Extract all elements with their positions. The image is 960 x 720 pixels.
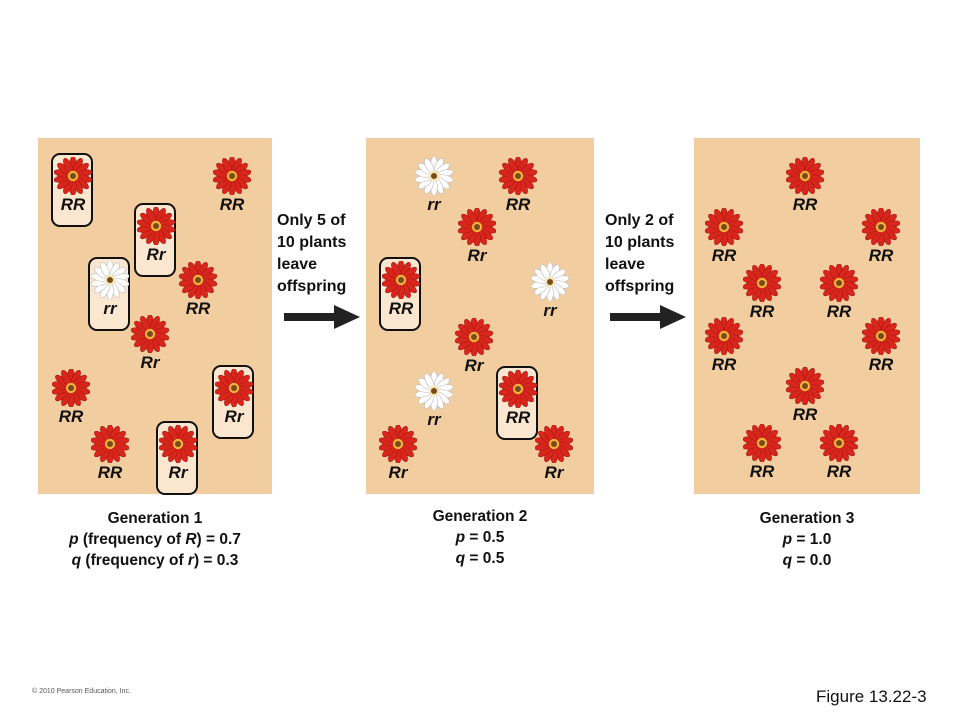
red-flower-icon	[743, 264, 781, 302]
genotype-label: RR	[505, 408, 531, 427]
red-flower-icon	[91, 425, 129, 463]
red-flower-icon	[786, 157, 824, 195]
white-flower-icon	[91, 261, 129, 299]
genotype-label: RR	[505, 195, 531, 214]
white-flower-icon	[531, 263, 569, 301]
genotype-label: RR	[58, 407, 84, 426]
red-flower-icon	[499, 370, 537, 408]
red-flower-icon	[535, 425, 573, 463]
red-flower-icon	[213, 157, 251, 195]
genotype-label: Rr	[388, 463, 408, 482]
genotype-label: RR	[97, 463, 123, 482]
genotype-label: RR	[868, 246, 894, 265]
genotype-label: Rr	[467, 246, 487, 265]
generation-3-panel: RR RR RR RR RR RR RR RR RR RR	[694, 138, 920, 494]
generation-1-q-line: q (frequency of r) = 0.3	[71, 552, 239, 569]
red-flower-icon	[820, 424, 858, 462]
red-flower-icon	[705, 208, 743, 246]
red-flower-icon	[137, 207, 175, 245]
generation-1-label: Generation 1	[107, 510, 203, 527]
genotype-label: RR	[185, 299, 211, 318]
genotype-label: rr	[543, 301, 557, 320]
genotype-label: Rr	[146, 245, 166, 264]
red-flower-icon	[743, 424, 781, 462]
genotype-label: Rr	[140, 353, 160, 372]
red-flower-icon	[179, 261, 217, 299]
red-flower-icon	[215, 369, 253, 407]
genotype-label: RR	[868, 355, 894, 374]
genotype-label: RR	[388, 299, 414, 318]
genotype-label: rr	[103, 299, 117, 318]
genotype-label: Rr	[168, 463, 188, 482]
white-flower-icon	[415, 372, 453, 410]
red-flower-icon	[705, 317, 743, 355]
red-flower-icon	[499, 157, 537, 195]
genotype-label: RR	[749, 302, 775, 321]
genotype-label: RR	[792, 195, 818, 214]
figure-label: Figure 13.22-3	[816, 687, 927, 706]
red-flower-icon	[131, 315, 169, 353]
red-flower-icon	[786, 367, 824, 405]
genotype-label: RR	[749, 462, 775, 481]
genotype-label: RR	[792, 405, 818, 424]
generation-3-q-line: q = 0.0	[782, 552, 832, 569]
genotype-label: Rr	[544, 463, 564, 482]
red-flower-icon	[458, 208, 496, 246]
genotype-label: Rr	[464, 356, 484, 375]
genotype-label: RR	[60, 195, 86, 214]
red-flower-icon	[54, 157, 92, 195]
genotype-label: RR	[711, 246, 737, 265]
generation-3-caption: Generation 3 p = 1.0 q = 0.0	[694, 508, 920, 571]
red-flower-icon	[379, 425, 417, 463]
red-flower-icon	[820, 264, 858, 302]
genotype-label: RR	[826, 302, 852, 321]
generation-2-label: Generation 2	[432, 508, 528, 525]
genotype-label: rr	[427, 410, 441, 429]
copyright-notice: © 2010 Pearson Education, Inc.	[32, 688, 131, 695]
red-flower-icon	[862, 208, 900, 246]
white-flower-icon	[415, 157, 453, 195]
red-flower-icon	[455, 318, 493, 356]
red-flower-icon	[862, 317, 900, 355]
generation-1-p-line: p (frequency of R) = 0.7	[69, 531, 241, 548]
red-flower-icon	[382, 261, 420, 299]
red-flower-icon	[159, 425, 197, 463]
generation-3-label: Generation 3	[759, 510, 855, 527]
red-flower-icon	[52, 369, 90, 407]
genotype-label: RR	[826, 462, 852, 481]
arrow-right-icon	[610, 305, 686, 329]
generation-2-caption: Generation 2 p = 0.5 q = 0.5	[366, 506, 594, 569]
genotype-label: rr	[427, 195, 441, 214]
genotype-label: RR	[711, 355, 737, 374]
generation-1-caption: Generation 1 p (frequency of R) = 0.7 q …	[38, 508, 272, 571]
generation-2-p-line: p = 0.5	[455, 529, 505, 546]
genotype-label: RR	[219, 195, 245, 214]
genotype-label: Rr	[224, 407, 244, 426]
generation-2-q-line: q = 0.5	[455, 550, 505, 567]
generation-3-p-line: p = 1.0	[782, 531, 832, 548]
arrow-right-icon	[284, 305, 360, 329]
